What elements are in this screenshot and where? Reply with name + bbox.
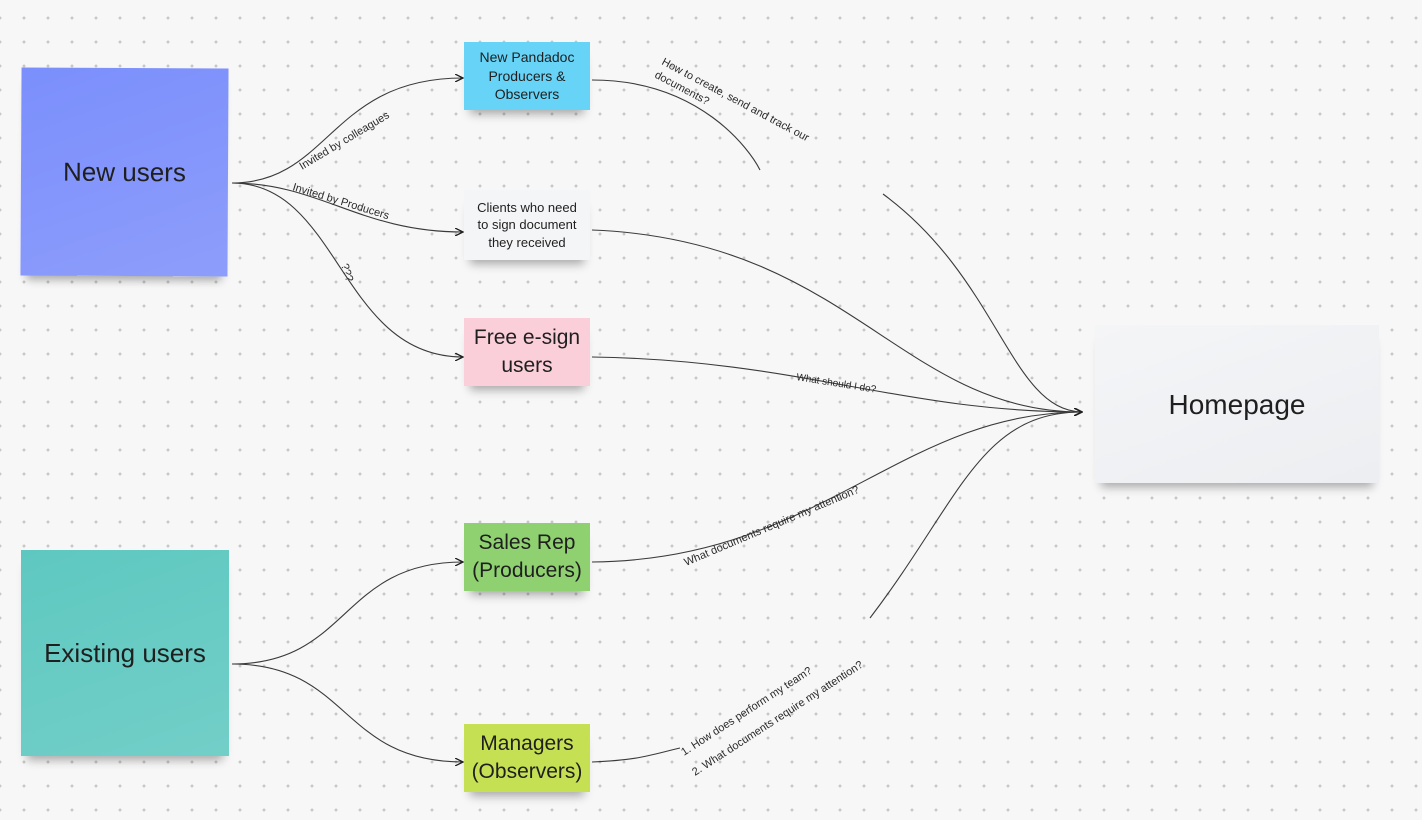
sticky-homepage-label: Homepage bbox=[1168, 388, 1306, 420]
sticky-new-users-label: New users bbox=[63, 156, 186, 188]
connector-existing-users-to-sales-rep[interactable] bbox=[231, 562, 463, 665]
sticky-managers-label: Managers (Observers) bbox=[471, 731, 583, 783]
connector-managers-to-homepage-upper[interactable] bbox=[869, 412, 1082, 619]
sticky-sales-rep-label: Sales Rep (Producers) bbox=[472, 530, 582, 582]
sticky-new-pandadoc-producers-observers[interactable]: New Pandadoc Producers & Observers bbox=[464, 42, 590, 110]
edge-label-how-to-create-line1: How to create, send and track our bbox=[660, 56, 812, 144]
connector-new-users-to-new-pandadoc[interactable] bbox=[231, 78, 463, 184]
connector-new-users-to-clients[interactable] bbox=[231, 182, 463, 232]
connector-clients-to-homepage[interactable] bbox=[591, 229, 1082, 412]
connector-new-pandadoc-to-homepage[interactable] bbox=[882, 193, 1082, 412]
sticky-new-pandadoc-label: New Pandadoc Producers & Observers bbox=[479, 48, 575, 103]
edge-label-unknown: ??? bbox=[338, 262, 355, 283]
sticky-clients-label: Clients who need to sign document they r… bbox=[477, 199, 577, 250]
connector-new-users-to-free-esign[interactable] bbox=[231, 182, 463, 357]
connector-new-pandadoc-to-homepage-start[interactable] bbox=[591, 79, 761, 171]
edge-label-what-should-i-do: What should I do? bbox=[796, 372, 878, 396]
edge-label-managers-q2: 2. What documents require my attention? bbox=[690, 659, 865, 779]
sticky-homepage[interactable]: Homepage bbox=[1095, 325, 1379, 483]
edge-label-invited-by-colleagues: Invited by colleagues bbox=[297, 109, 392, 172]
connector-free-esign-to-homepage[interactable] bbox=[591, 356, 1082, 412]
connector-managers-to-homepage[interactable] bbox=[591, 747, 681, 763]
edge-label-invited-by-producers: Invited by Producers bbox=[291, 181, 391, 222]
sticky-managers-observers[interactable]: Managers (Observers) bbox=[464, 724, 590, 792]
sticky-clients-sign-document[interactable]: Clients who need to sign document they r… bbox=[464, 190, 590, 260]
sticky-sales-rep-producers[interactable]: Sales Rep (Producers) bbox=[464, 523, 590, 591]
sticky-new-users[interactable]: New users bbox=[20, 67, 229, 277]
sticky-existing-users[interactable]: Existing users bbox=[21, 550, 229, 756]
sticky-existing-users-label: Existing users bbox=[44, 637, 206, 668]
connector-sales-rep-to-homepage[interactable] bbox=[591, 412, 1082, 563]
edge-label-what-documents-attention: What documents require my attention? bbox=[682, 484, 861, 569]
sticky-free-esign-label: Free e-sign users bbox=[473, 325, 581, 377]
sticky-free-esign-users[interactable]: Free e-sign users bbox=[464, 318, 590, 386]
connector-existing-users-to-managers[interactable] bbox=[231, 663, 463, 762]
